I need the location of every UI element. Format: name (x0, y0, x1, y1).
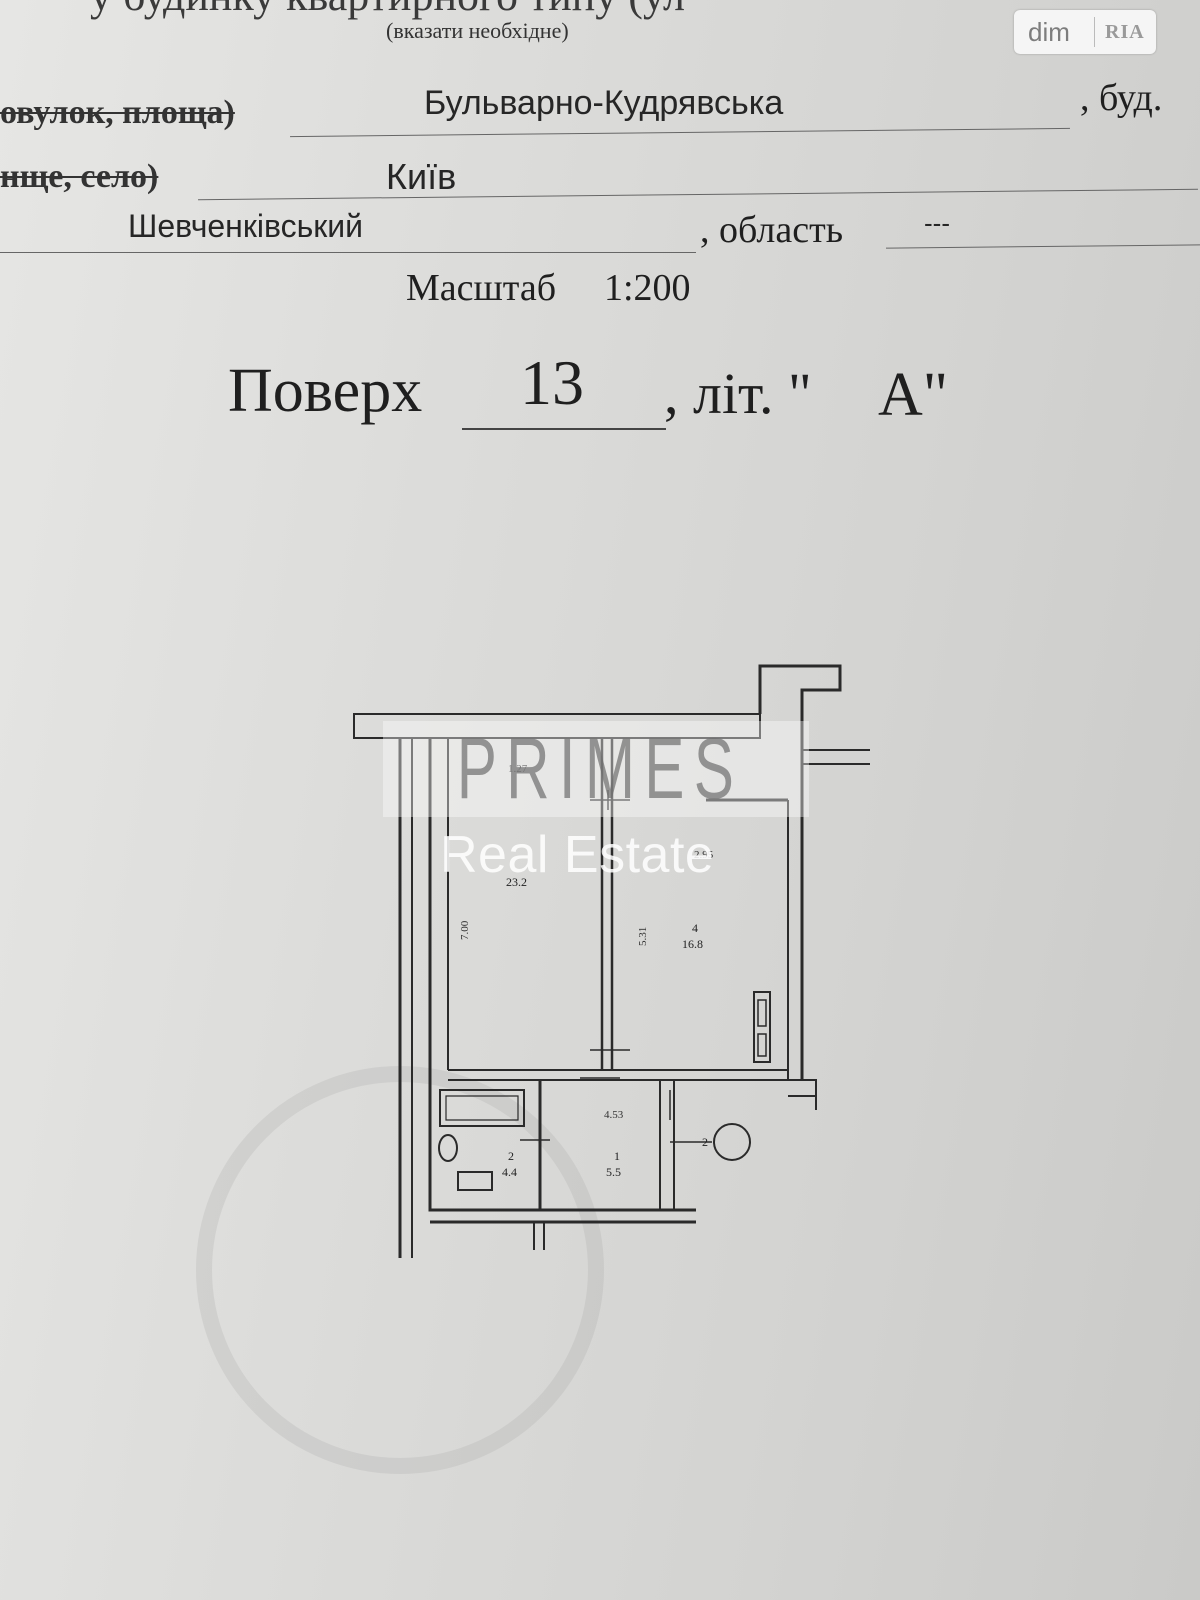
plan-room2-area: 4.4 (502, 1165, 517, 1179)
header-note: (вказати необхідне) (386, 18, 569, 43)
watermark-letter: R (506, 720, 552, 817)
plan-stair-mark: 2 (702, 1135, 708, 1149)
header-top-partial: у будинку квартирного типу (ул (90, 0, 685, 21)
scale-value: 1:200 (604, 267, 691, 309)
settlement-struck: нще, село) (0, 158, 159, 195)
dimria-logo-badge[interactable]: dim RIA (1014, 10, 1156, 54)
floor-underline (462, 428, 666, 430)
badge-divider (1094, 17, 1095, 47)
plan-dim-living-height: 7.00 (459, 920, 471, 940)
scale-label: Масштаб (406, 267, 557, 309)
plan-dim-room4-height: 5.31 (637, 927, 649, 946)
region-value: --- (924, 208, 950, 238)
floor-letter-label: , літ. " (664, 361, 812, 426)
district-underline (0, 252, 696, 253)
watermark-real-estate: Real Estate (440, 826, 715, 884)
plan-dim-bottom-width: 4.53 (604, 1109, 624, 1121)
watermark-letter: P (456, 720, 499, 817)
watermark-letter: E (644, 720, 686, 817)
settlement-underline (198, 188, 1198, 201)
plan-dim-room4-top: 2.95 (694, 849, 714, 861)
watermark-primes: P R I M E S (447, 721, 745, 817)
street-value: Бульварно-Кудрявська (424, 84, 784, 122)
dim-logo-text: dim (1028, 16, 1070, 47)
region-underline (886, 244, 1200, 249)
plan-room1-number: 1 (614, 1149, 620, 1163)
plan-room4-number: 4 (692, 921, 698, 935)
building-label: , буд. (1080, 77, 1163, 119)
watermark-letter: S (693, 720, 736, 817)
plan-room3-area: 23.2 (506, 875, 527, 889)
floor-plan: 1.27 7.00 23.2 2.95 5.31 4 16.8 4.53 2 4… (353, 664, 870, 1258)
plan-dim-top: 1.27 (508, 763, 528, 775)
street-type-struck: овулок, площа) (0, 94, 235, 131)
district-value: Шевченківський (128, 208, 363, 244)
ria-logo-text: RIA (1105, 20, 1145, 43)
watermark-letter: I (558, 720, 578, 817)
watermark-box (383, 721, 809, 817)
plan-room2-number: 2 (508, 1149, 514, 1163)
floor-letter: А" (878, 361, 949, 429)
plan-room1-area: 5.5 (606, 1165, 621, 1179)
city-value: Київ (386, 156, 457, 197)
region-label: , область (700, 209, 844, 251)
floor-number: 13 (520, 347, 584, 418)
watermark-letter: M (584, 720, 637, 817)
street-underline (290, 127, 1070, 138)
floor-label: Поверх (228, 357, 423, 425)
plan-room4-area: 16.8 (682, 937, 703, 951)
